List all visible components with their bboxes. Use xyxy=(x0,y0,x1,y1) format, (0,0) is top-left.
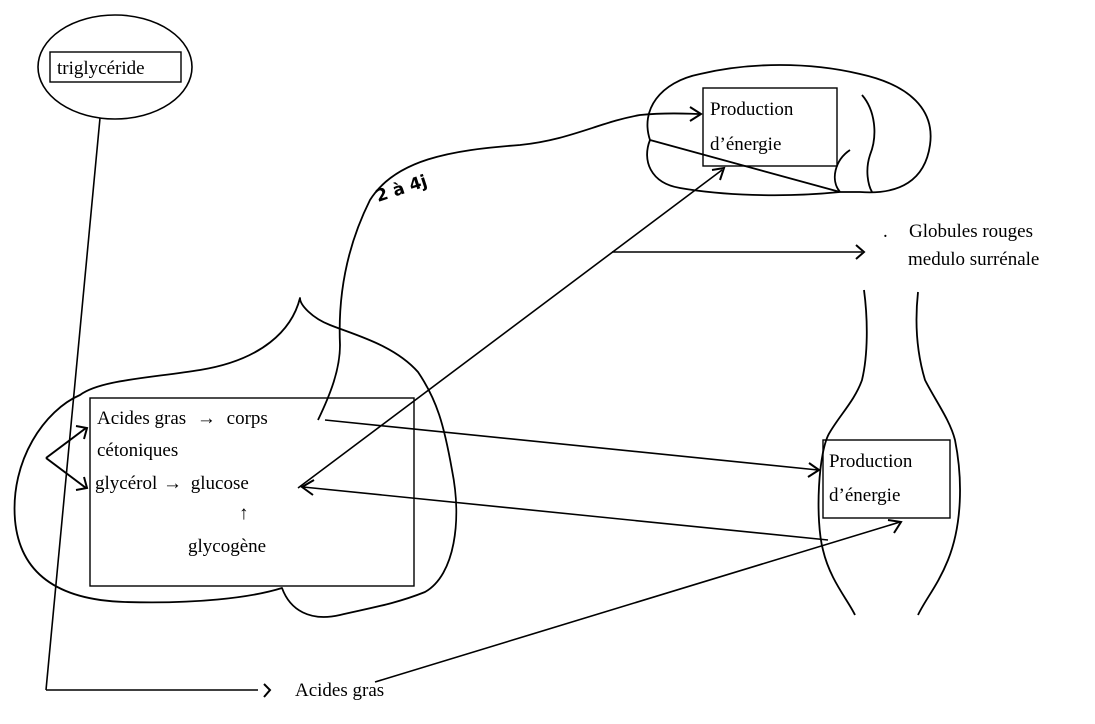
fatty-acids-to-muscle-arrow xyxy=(374,521,901,683)
triglyceride-box xyxy=(49,51,182,83)
liver-line1: Acides gras → corps xyxy=(97,408,268,429)
free-fatty-acids-arrowhead xyxy=(263,683,272,698)
brain-outline xyxy=(646,64,932,197)
muscle-outline-left xyxy=(817,289,868,616)
fatty-acids-text: Acides gras xyxy=(97,408,186,429)
ketones-to-muscle-arrow xyxy=(324,419,819,471)
glucose-to-brain-arrow xyxy=(297,169,723,489)
free-fatty-acids-label: Acides gras xyxy=(295,680,384,701)
other-tissues-line2: medulo surrénale xyxy=(908,249,1039,270)
fork-arrowhead-lower xyxy=(75,476,89,491)
liver-line3: glycérol → glucose xyxy=(95,473,249,494)
liver-line2: cétoniques xyxy=(97,440,178,461)
ketone-to-brain-arrowhead xyxy=(689,106,703,122)
ketones-to-muscle-arrowhead xyxy=(807,462,821,478)
lipolysis-line xyxy=(45,117,101,691)
brain-inner-line xyxy=(861,94,876,193)
muscle-box xyxy=(822,439,951,519)
muscle-to-glucose-arrow xyxy=(302,486,829,541)
liver-arrow-2: → xyxy=(163,473,182,494)
glucose-text: glucose xyxy=(191,473,249,494)
duration-note: 2 à 4j xyxy=(373,171,429,206)
triglyceride-label: triglycéride xyxy=(57,58,145,79)
brain-box xyxy=(702,87,838,167)
muscle-box-line2: d’énergie xyxy=(829,485,900,506)
muscle-outline-right xyxy=(915,291,961,616)
muscle-box-line1: Production xyxy=(829,451,913,472)
muscle-to-glucose-arrowhead xyxy=(300,479,315,496)
fatty-acids-to-muscle-arrowhead xyxy=(887,519,903,534)
red-cells-dot: . xyxy=(883,221,888,242)
glucose-to-brain-arrowhead xyxy=(711,166,726,181)
red-cells-arrowhead xyxy=(855,244,866,260)
liver-contents: Acides gras → corps cétoniques glycérol … xyxy=(95,408,268,557)
adipose-tissue: triglycéride xyxy=(37,14,193,120)
brain-box-line1: Production xyxy=(710,99,794,120)
fork-arrow-upper xyxy=(45,427,87,459)
other-tissues-line1: Globules rouges xyxy=(909,221,1033,242)
fork-arrow-lower xyxy=(45,457,87,489)
corps-text: corps xyxy=(227,408,268,429)
fork-arrowhead-upper xyxy=(75,425,89,440)
glycogen-label: glycogène xyxy=(188,536,266,557)
ketone-to-brain-curve xyxy=(317,112,701,421)
adipose-ellipse xyxy=(37,14,193,120)
brain-box-line2: d’énergie xyxy=(710,134,781,155)
liver-arrow-1: → xyxy=(197,408,216,429)
liver-box xyxy=(89,397,415,587)
liver-outline xyxy=(13,297,458,618)
glycerol-text: glycérol xyxy=(95,473,157,494)
glycogen-up-arrow: ↑ xyxy=(239,503,249,524)
